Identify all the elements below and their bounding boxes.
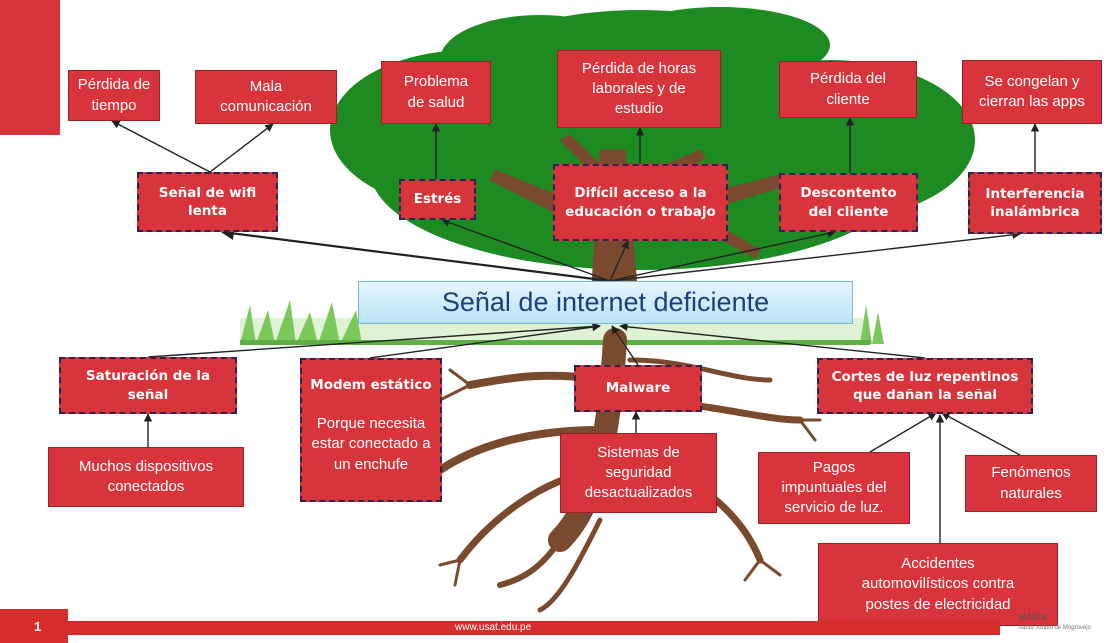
modem-cause-box: Modem estático Porque necesita estar con…	[300, 358, 442, 502]
footer-url-link[interactable]: www.usat.edu.pe	[455, 622, 532, 633]
root-cause-box: Fenómenos naturales	[965, 455, 1097, 512]
effect-box: Pérdida del cliente	[779, 61, 917, 118]
direct-effect-box: Señal de wifi lenta	[137, 172, 278, 232]
logo-subtext: Santo Toribio de Mogrovejo	[1018, 625, 1091, 631]
root-cause-box: Pagos impuntuales del servicio de luz.	[758, 452, 910, 524]
direct-cause-box: Cortes de luz repentinos que dañan la se…	[817, 358, 1033, 414]
direct-effect-box: Descontento del cliente	[779, 173, 918, 232]
root-cause-box: Accidentes automovilísticos contra poste…	[818, 543, 1058, 626]
effect-box: Mala comunicación	[195, 70, 337, 124]
slide-number: 1	[0, 609, 68, 643]
connector-arrows	[111, 117, 1040, 543]
effect-box: Pérdida de tiempo	[68, 70, 160, 121]
modem-cause-title: Modem estático	[310, 377, 432, 393]
root-cause-box: Muchos dispositivos conectados	[48, 447, 244, 507]
direct-cause-box: Malware	[574, 365, 702, 412]
direct-effect-box: Interferencia inalámbrica	[968, 172, 1102, 234]
root-cause-box: Sistemas de seguridad desactualizados	[560, 433, 717, 513]
effect-box: Problema de salud	[381, 61, 491, 124]
direct-effect-box: Difícil acceso a la educación o trabajo	[553, 164, 728, 241]
central-problem: Señal de internet deficiente	[358, 281, 853, 324]
direct-effect-box: Estrés	[399, 179, 476, 220]
footer-bar	[0, 621, 1000, 635]
modem-cause-reason: Porque necesita estar conectado a un enc…	[311, 415, 431, 473]
effect-box: Pérdida de horas laborales y de estudio	[557, 50, 721, 128]
corner-accent	[0, 0, 60, 135]
effect-box: Se congelan y cierran las apps	[962, 60, 1102, 124]
direct-cause-box: Saturación de la señal	[59, 357, 237, 414]
university-logo: atólica Santo Toribio de Mogrovejo	[1018, 612, 1091, 634]
logo-text: atólica	[1018, 612, 1047, 623]
